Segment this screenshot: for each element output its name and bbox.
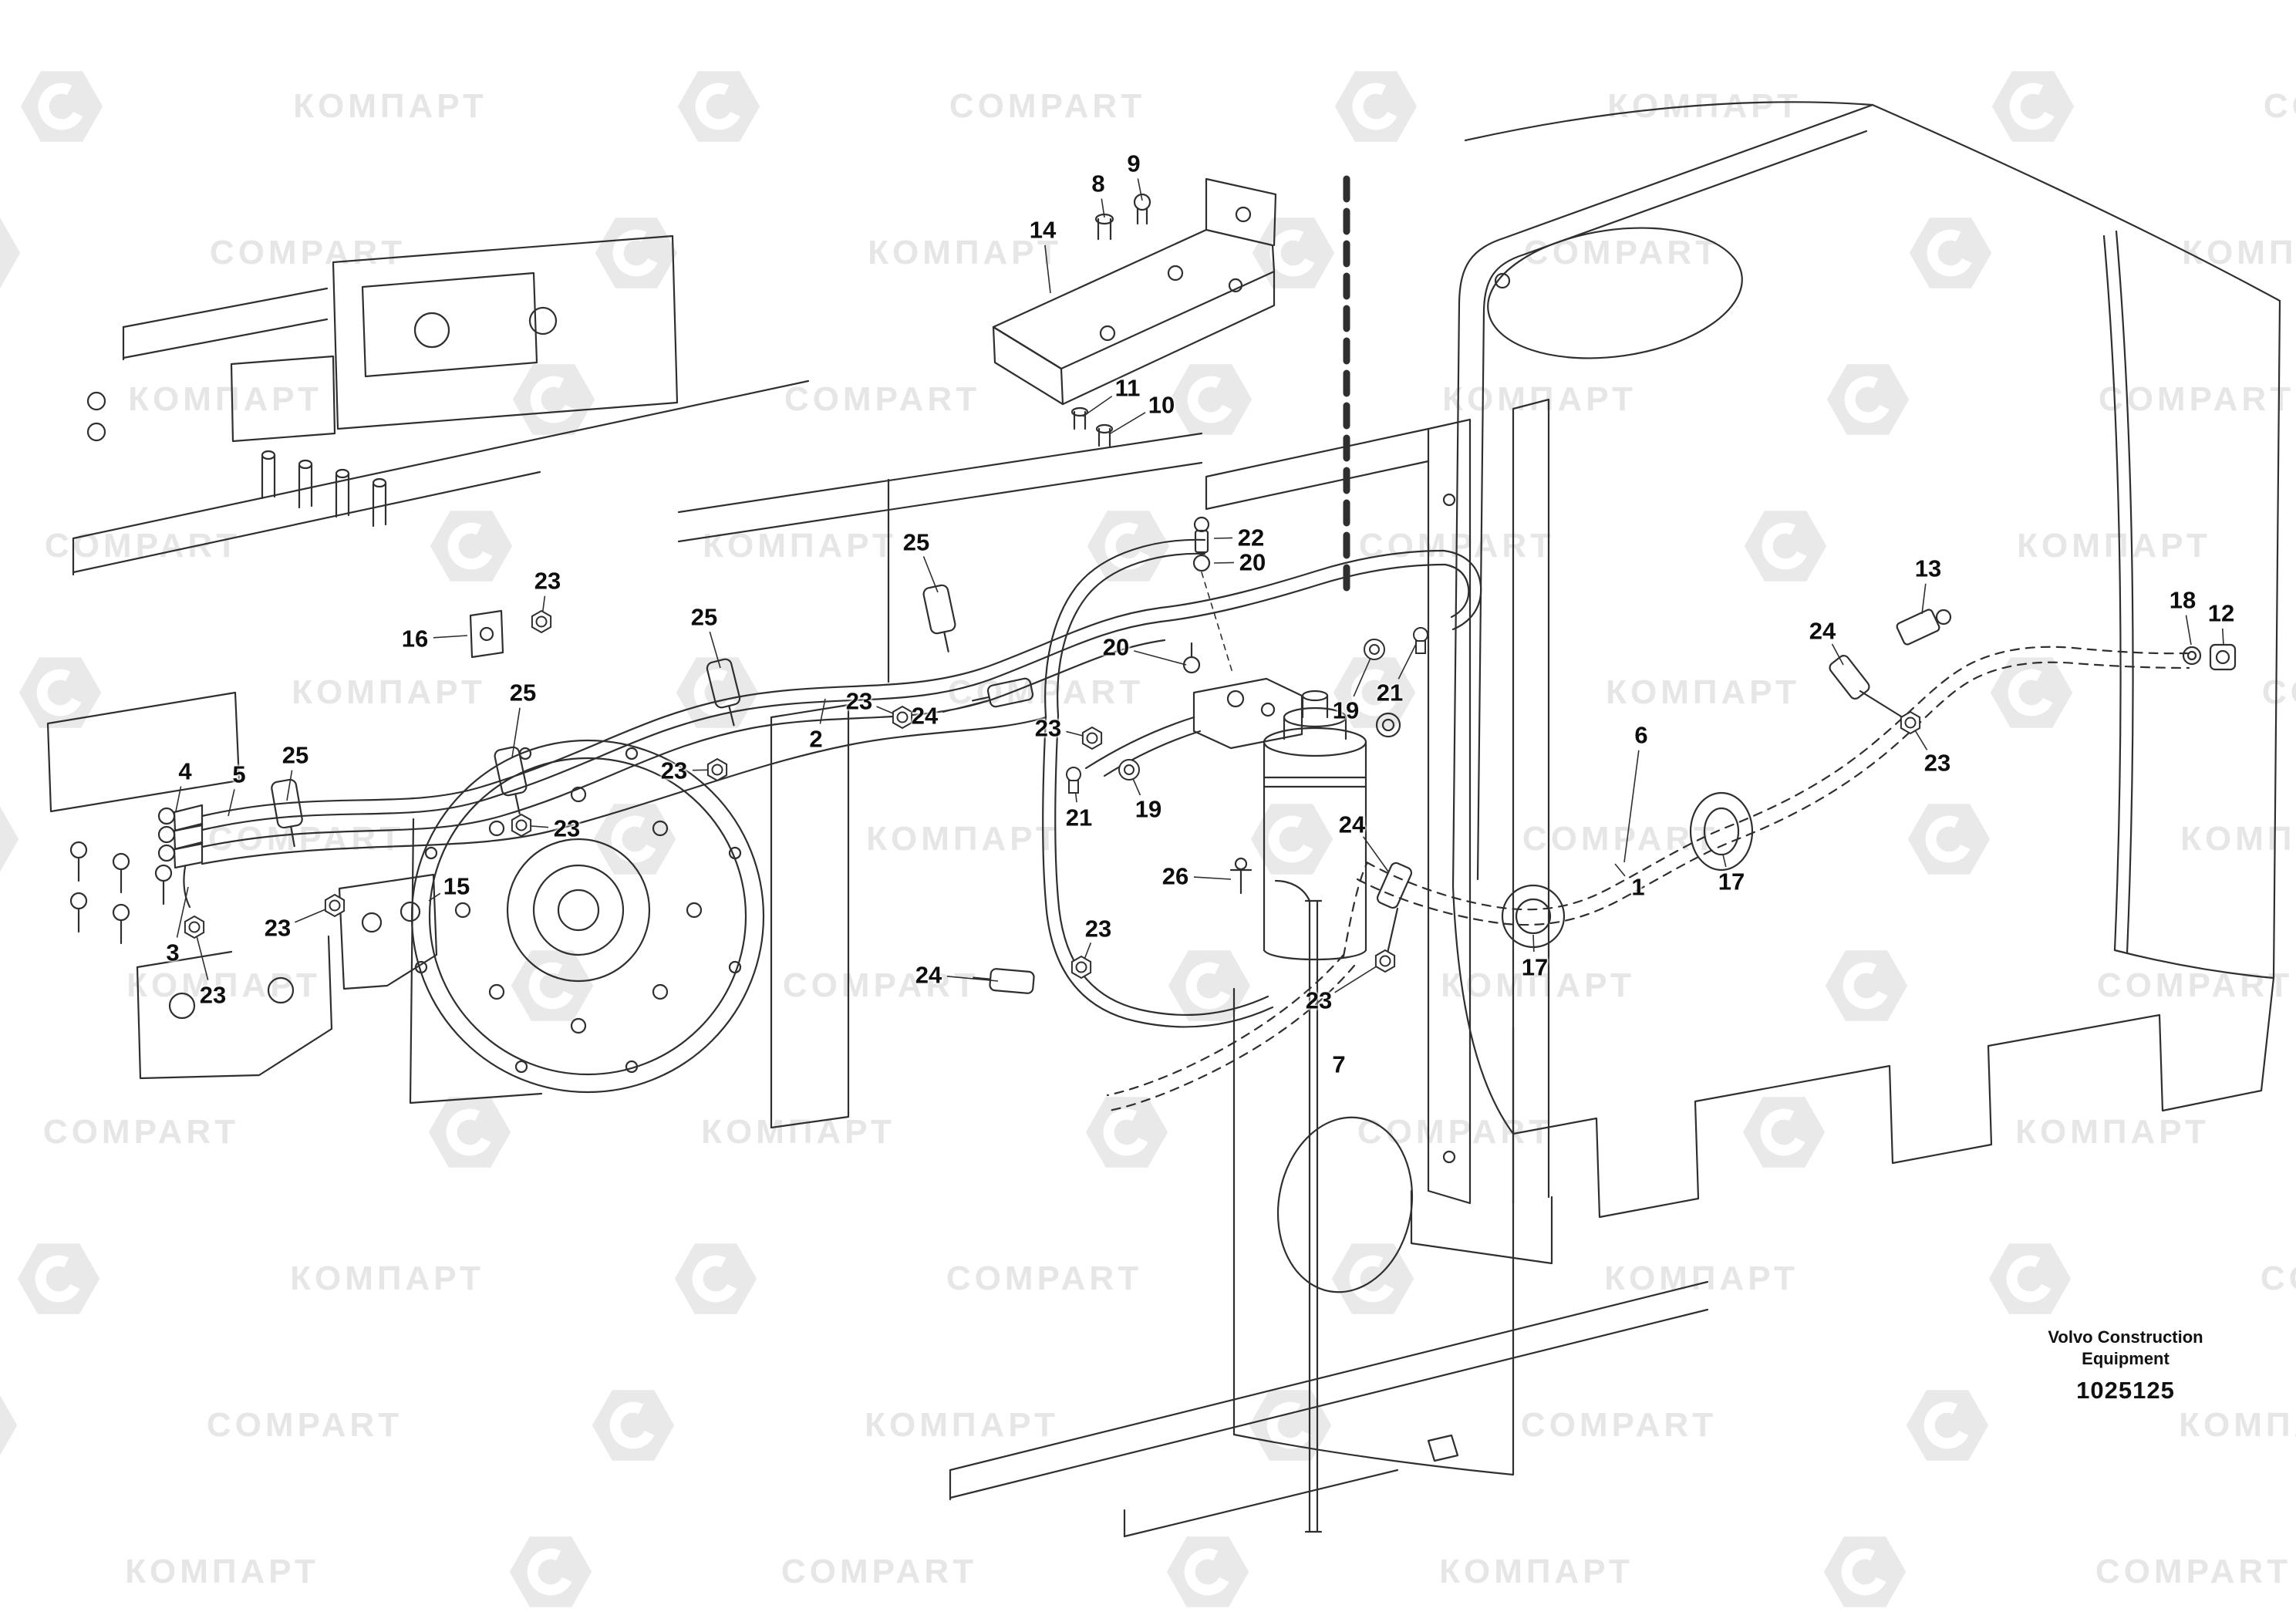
hex-nut-hole	[535, 615, 548, 628]
leader-line	[709, 631, 721, 669]
leader-line	[286, 770, 293, 801]
leader-line	[1137, 178, 1143, 201]
leader-line	[2221, 628, 2224, 646]
brand-name-line1: Volvo Construction	[2048, 1327, 2203, 1347]
leader-line	[428, 892, 441, 902]
leader-line	[1193, 876, 1232, 880]
figure-number: 1025125	[2076, 1377, 2175, 1404]
washer-hole	[1369, 644, 1380, 655]
hex-nut-hole	[515, 819, 528, 831]
leader-line	[922, 556, 939, 593]
bracket-16	[469, 609, 504, 659]
lower-panel	[949, 987, 1709, 1538]
fuel-lines-dashed	[1106, 646, 2190, 1112]
hex-nut-hole	[896, 711, 909, 723]
hex-nut-hole	[1904, 717, 1917, 729]
leader-line	[1532, 934, 1535, 953]
leader-line	[1831, 643, 1844, 666]
left-chassis-frame	[46, 234, 1203, 1129]
hex-nut-hole	[1075, 961, 1087, 973]
hose-clamps	[271, 584, 1907, 994]
leader-line	[1134, 650, 1187, 666]
leader-line	[1101, 198, 1105, 218]
hose-bundle	[157, 606, 1166, 909]
hollow-screw-shank	[1415, 640, 1426, 654]
cab-panel	[1451, 101, 2281, 1219]
hex-nut-hole	[188, 921, 201, 933]
leader-line	[819, 698, 826, 724]
clip-26	[1229, 857, 1253, 895]
leader-line	[2185, 615, 2192, 646]
leader-line	[1044, 244, 1051, 294]
leader-line	[1362, 836, 1389, 872]
leader-line	[942, 698, 996, 713]
leader-line	[228, 789, 235, 817]
hollow-screw-head	[1413, 627, 1428, 642]
leader-line	[1722, 854, 1727, 868]
leader-line	[1921, 583, 1927, 615]
banjo-bolt-22	[1192, 516, 1233, 673]
washer-hole	[1124, 764, 1135, 775]
drain-rod-7	[1274, 879, 1323, 1533]
bracket-15	[338, 873, 438, 990]
leader-line	[1108, 412, 1146, 435]
hollow-screw-head	[1066, 767, 1081, 782]
leader-line	[1614, 863, 1626, 877]
leader-line	[946, 975, 999, 982]
leader-line	[1623, 750, 1640, 863]
top-bracket-14	[992, 177, 1277, 447]
leader-line	[1213, 561, 1235, 564]
leader-line	[176, 886, 189, 938]
hex-nut-hole	[1379, 955, 1391, 967]
brand-name-line2: Equipment	[2082, 1348, 2170, 1368]
leader-line	[433, 635, 468, 639]
leader-line	[175, 786, 182, 812]
right-fittings	[1896, 609, 2237, 671]
leader-line	[1082, 396, 1113, 417]
leader-line	[511, 707, 521, 758]
valve-block	[1084, 642, 1303, 777]
hollow-screw-shank	[1068, 780, 1079, 794]
fuel-filter	[1263, 690, 1401, 961]
flywheel-housing	[409, 739, 765, 1104]
hex-nut-hole	[329, 899, 341, 912]
document-info: Volvo Construction Equipment 1025125	[2033, 1327, 2218, 1404]
hex-nut-hole	[1086, 732, 1098, 744]
hex-nut-hole	[711, 764, 723, 776]
